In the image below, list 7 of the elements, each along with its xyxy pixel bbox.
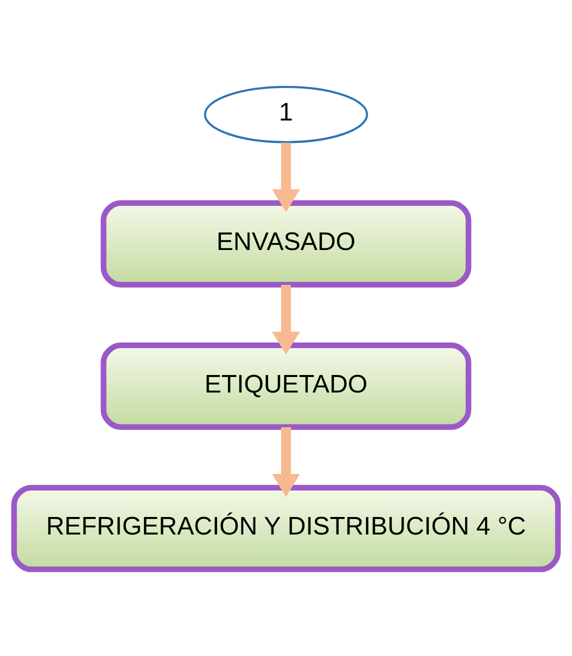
arrow — [272, 284, 300, 355]
node-box: ETIQUETADO — [100, 342, 472, 430]
arrow — [272, 427, 300, 497]
arrow — [272, 142, 300, 212]
node-box: REFRIGERACIÓN Y DISTRIBUCIÓN 4 °C — [11, 484, 561, 572]
node-ellipse: 1 — [204, 86, 368, 144]
node-box: ENVASADO — [100, 200, 472, 288]
